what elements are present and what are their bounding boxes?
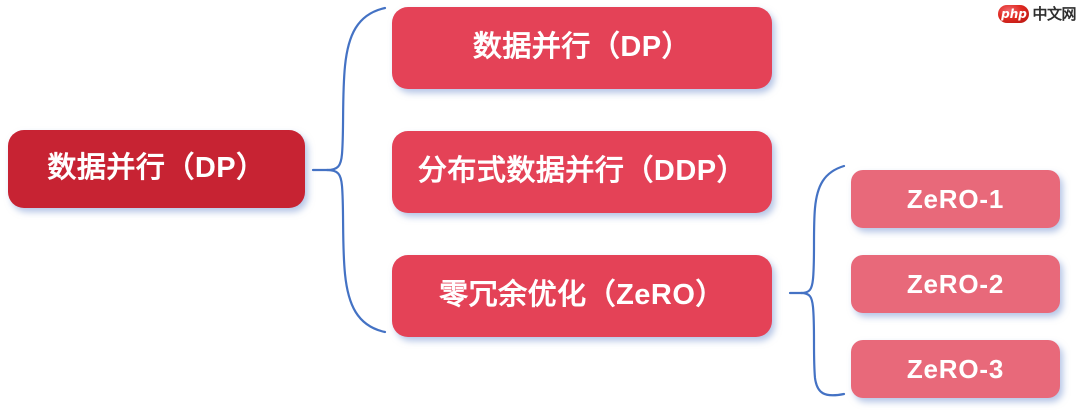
node-leaf-zero-1[interactable]: ZeRO-1: [851, 170, 1060, 228]
node-leaf-zero-2[interactable]: ZeRO-2: [851, 255, 1060, 313]
left-brace-icon: [311, 6, 387, 334]
watermark: php 中文网: [998, 2, 1076, 26]
php-logo-icon: php: [998, 5, 1030, 23]
node-branch-ddp-label: 分布式数据并行（DDP）: [417, 155, 747, 188]
node-root-data-parallel[interactable]: 数据并行（DP）: [8, 130, 305, 208]
node-leaf-zero-3-label: ZeRO-3: [906, 353, 1005, 384]
watermark-label: 中文网: [1032, 4, 1076, 23]
node-branch-dp-label: 数据并行（DP）: [472, 31, 692, 64]
node-leaf-zero-1-label: ZeRO-1: [906, 183, 1005, 214]
node-leaf-zero-2-label: ZeRO-2: [906, 268, 1005, 299]
node-leaf-zero-3[interactable]: ZeRO-3: [851, 340, 1060, 398]
node-branch-zero[interactable]: 零冗余优化（ZeRO）: [392, 255, 772, 337]
node-branch-ddp[interactable]: 分布式数据并行（DDP）: [392, 131, 772, 213]
right-brace-icon: [788, 164, 846, 397]
node-branch-zero-label: 零冗余优化（ZeRO）: [439, 279, 725, 312]
node-branch-dp[interactable]: 数据并行（DP）: [392, 7, 772, 89]
node-root-label: 数据并行（DP）: [47, 152, 266, 185]
